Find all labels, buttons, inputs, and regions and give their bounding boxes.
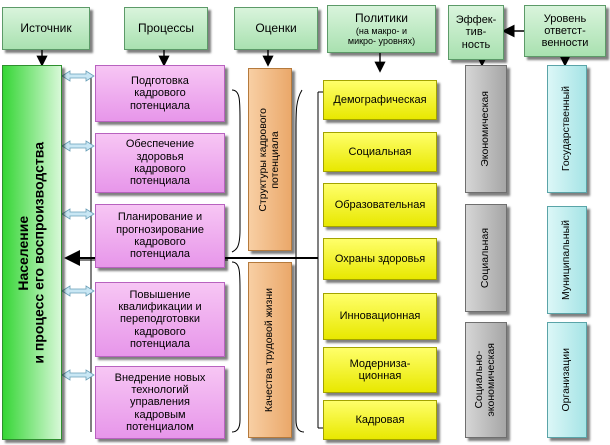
policy-item: Социальная — [323, 132, 437, 172]
policy-item: Демографическая — [323, 80, 437, 120]
effectiveness-item: Социальная — [465, 204, 507, 312]
header-policies-subtitle: (на макро- и микро- уровнях) — [347, 25, 416, 46]
responsibility-item: Государственный — [547, 65, 587, 193]
process-item: Подготовка кадрового потенциала — [95, 65, 225, 122]
process-item: Внедрение новых технологий управления ка… — [95, 366, 225, 439]
policy-item: Модерниза- ционная — [323, 347, 437, 393]
responsibility-item: Муниципальный — [547, 206, 587, 314]
process-item: Обеспечение здоровья кадрового потенциал… — [95, 133, 225, 193]
responsibility-item: Организации — [547, 322, 587, 438]
effectiveness-item: Экономическая — [465, 65, 507, 193]
header-policies: Политики (на макро- и микро- уровнях) — [327, 5, 436, 53]
policy-item: Образовательная — [323, 183, 437, 227]
assessment-item: Структуры кадрового потенциала — [248, 68, 292, 251]
header-effectiveness: Эффек- тив- ность — [448, 5, 504, 60]
effectiveness-label: Экономическая — [479, 91, 492, 167]
process-item: Повышение квалификации и переподготовки … — [95, 282, 225, 357]
responsibility-label: Муниципальный — [560, 220, 573, 300]
responsibility-label: Организации — [560, 348, 573, 412]
source-process-connectors — [61, 70, 95, 381]
process-item: Планирование и прогнозирование кадрового… — [95, 204, 225, 268]
effectiveness-item: Социально- экономическая — [465, 322, 507, 438]
header-assessments: Оценки — [234, 7, 318, 50]
policy-item: Кадровая — [323, 400, 437, 440]
assessment-label: Качества трудовой жизни — [263, 287, 276, 413]
source-label: Население и процесс его воспроизводства — [15, 141, 47, 364]
assessment-label: Структуры кадрового потенциала — [257, 107, 281, 212]
assessment-bracket-right — [295, 89, 305, 433]
assessment-bracket-top — [231, 89, 241, 253]
header-policies-title: Политики — [355, 11, 408, 26]
effectiveness-label: Социальная — [479, 227, 492, 289]
source-column: Население и процесс его воспроизводства — [2, 65, 62, 440]
header-responsibility: Уровень ответст- венности — [524, 5, 606, 57]
policy-item: Инновационная — [323, 293, 437, 340]
policy-item: Охраны здоровья — [323, 238, 437, 280]
assessment-bracket-bottom — [231, 261, 241, 433]
header-processes: Процессы — [124, 7, 208, 50]
header-source: Источник — [2, 7, 90, 50]
effectiveness-label: Социально- экономическая — [473, 343, 497, 417]
assessment-item: Качества трудовой жизни — [248, 262, 292, 438]
responsibility-label: Государственный — [560, 86, 573, 172]
